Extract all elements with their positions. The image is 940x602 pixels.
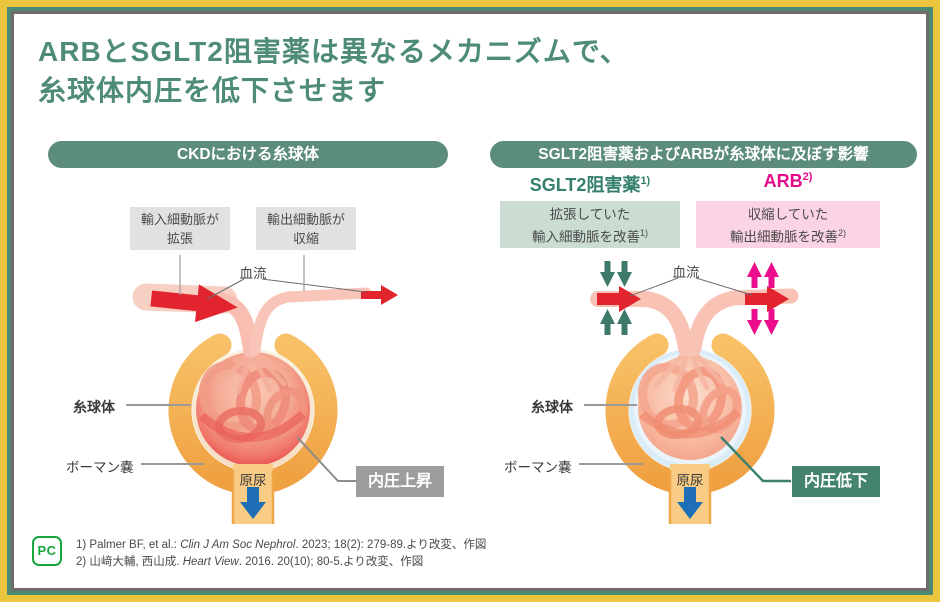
sglt2-effect-line2-text: 輸入細動脈を改善 bbox=[531, 229, 640, 245]
efferent-arteriole-left bbox=[249, 287, 372, 356]
sglt2-label-text: SGLT2阻害薬 bbox=[529, 175, 641, 195]
urine-label-right: 原尿 bbox=[676, 473, 704, 488]
pressure-down-line bbox=[720, 436, 791, 483]
reference-2-suffix: . 2016. 20(10); 80-5.より改変、作図 bbox=[238, 556, 424, 568]
urine-label-left: 原尿 bbox=[239, 473, 267, 488]
afferent-box-line1: 輸入細動脈が bbox=[140, 212, 219, 227]
reference-1-journal: Clin J Am Soc Nephrol bbox=[180, 539, 296, 551]
arb-label-sup: 2) bbox=[802, 171, 813, 183]
arterioles-right bbox=[590, 288, 799, 356]
blood-flow-arrow-efferent-left bbox=[361, 285, 398, 305]
title-line-1: ARBとSGLT2阻害薬は異なるメカニズムで、 bbox=[38, 36, 629, 67]
bowman-label-right: ボーマン嚢 bbox=[504, 460, 572, 475]
bowman-lead-line-right bbox=[579, 463, 643, 465]
arb-effect-line2-text: 輸出細動脈を改善 bbox=[729, 229, 838, 245]
sglt2-effect-line1: 拡張していた bbox=[549, 207, 631, 222]
sglt2-effect-sup: 1) bbox=[639, 228, 648, 238]
arb-label: ARB2) bbox=[696, 171, 880, 192]
pressure-down-box: 内圧低下 bbox=[792, 466, 880, 497]
capillary-loops-left bbox=[198, 360, 307, 444]
sglt2-effect-line2: 輸入細動脈を改善1) bbox=[500, 224, 680, 247]
blood-flow-arrow-afferent-left bbox=[150, 284, 238, 323]
sglt2-label: SGLT2阻害薬1) bbox=[500, 171, 680, 197]
arb-label-text: ARB bbox=[763, 171, 803, 191]
afferent-arteriole-right bbox=[590, 291, 694, 356]
pressure-up-box: 内圧上昇 bbox=[356, 466, 444, 497]
sglt2-label-sup: 1) bbox=[640, 175, 651, 187]
pointer-lines-left bbox=[206, 278, 367, 300]
arb-effect-line1: 収縮していた bbox=[747, 207, 829, 222]
afferent-box-line2: 拡張 bbox=[166, 231, 193, 246]
title-line-2: 糸球体内圧を低下させます bbox=[38, 75, 387, 106]
glomerulus-label-right: 糸球体 bbox=[531, 399, 573, 415]
reference-1: 1) Palmer BF, et al.: Clin J Am Soc Neph… bbox=[76, 537, 486, 554]
blood-flow-label-left: 血流 bbox=[239, 266, 267, 281]
right-glomerulus-diagram bbox=[590, 261, 799, 524]
pc-logo-icon: PC bbox=[32, 536, 62, 566]
blood-flow-label-right: 血流 bbox=[672, 265, 700, 280]
left-glomerulus-diagram bbox=[132, 255, 398, 524]
efferent-arteriole-right bbox=[686, 288, 799, 356]
arb-effect-line2: 輸出細動脈を改善2) bbox=[696, 224, 880, 247]
afferent-arteriole-box: 輸入細動脈が 拡張 bbox=[130, 207, 230, 250]
reference-2: 2) 山﨑大輔, 西山成. Heart View. 2016. 20(10); … bbox=[76, 554, 486, 571]
reference-2-prefix: 2) 山﨑大輔, 西山成. bbox=[76, 556, 183, 568]
glomerulus-lead-line-right bbox=[584, 404, 637, 406]
urine-arrow-icon-left bbox=[240, 487, 266, 519]
blood-flow-arrow-efferent-right bbox=[745, 286, 789, 312]
efferent-box-line1: 輸出細動脈が bbox=[266, 212, 345, 227]
reference-2-journal: Heart View bbox=[182, 556, 239, 568]
reference-1-prefix: 1) Palmer BF, et al.: bbox=[76, 539, 181, 551]
efferent-box-line2: 収縮 bbox=[292, 231, 319, 246]
arb-effect-sup: 2) bbox=[837, 228, 846, 238]
right-panel-header: SGLT2阻害薬およびARBが糸球体に及ぼす影響 bbox=[490, 141, 917, 168]
efferent-arteriole-box: 輸出細動脈が 収縮 bbox=[256, 207, 356, 250]
pressure-up-line bbox=[296, 436, 356, 482]
box-lines-left bbox=[179, 255, 305, 295]
pointer-lines-right bbox=[629, 277, 753, 297]
references: 1) Palmer BF, et al.: Clin J Am Soc Neph… bbox=[76, 537, 486, 571]
glomerulus-lead-line-left bbox=[126, 404, 191, 406]
bowman-lead-line-left bbox=[141, 463, 204, 465]
sglt2-effect-box: 拡張していた 輸入細動脈を改善1) bbox=[500, 201, 680, 248]
glomerulus-label-left: 糸球体 bbox=[73, 399, 115, 415]
left-panel-header: CKDにおける糸球体 bbox=[48, 141, 448, 168]
reference-1-suffix: . 2023; 18(2): 279-89.より改変、作図 bbox=[295, 539, 487, 551]
bowman-label-left: ボーマン嚢 bbox=[66, 460, 134, 475]
capillary-loops-right bbox=[638, 362, 742, 440]
page-title: ARBとSGLT2阻害薬は異なるメカニズムで、 糸球体内圧を低下させます bbox=[38, 32, 629, 110]
arb-effect-box: 収縮していた 輸出細動脈を改善2) bbox=[696, 201, 880, 248]
blood-flow-arrow-afferent-right bbox=[597, 286, 641, 312]
urine-arrow-icon-right bbox=[677, 487, 703, 519]
